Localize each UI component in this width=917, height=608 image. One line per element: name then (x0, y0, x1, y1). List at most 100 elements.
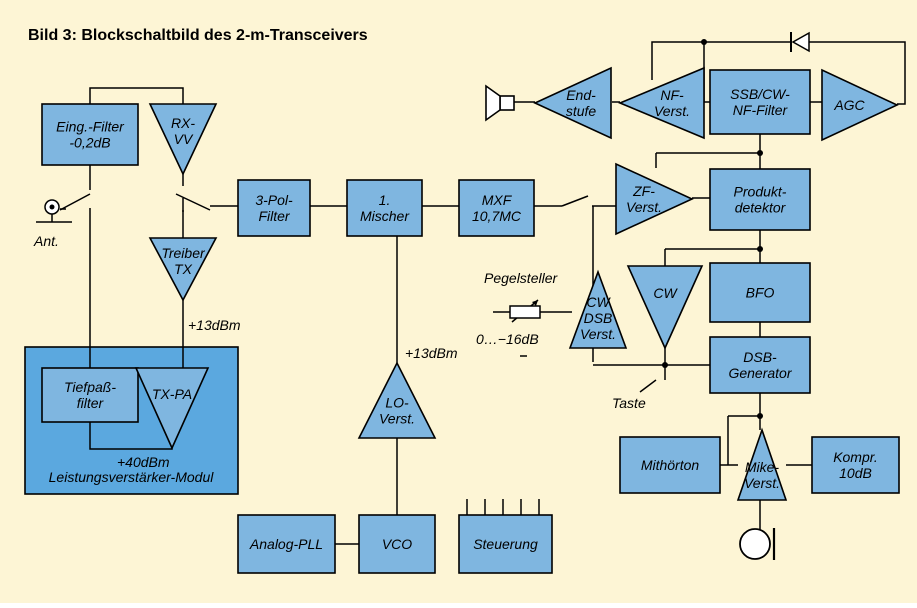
block-mithoerton: Mithörton (619, 436, 721, 494)
block-produktdetektor: Produkt-detektor (709, 168, 811, 231)
block-rx-vv: RX-VV (148, 103, 218, 176)
block-tx-pa: TX-PA (134, 367, 210, 450)
block-cw: CW (626, 265, 704, 350)
block-shape (533, 66, 612, 140)
block-label: DSB- (743, 349, 777, 365)
pegelsteller-label: Pegelsteller (484, 270, 558, 286)
block-label: Generator (728, 365, 792, 381)
diode-icon (790, 31, 810, 53)
block-label: filter (77, 395, 105, 411)
block-shape (237, 179, 311, 237)
block-shape (619, 436, 721, 494)
potentiometer-icon (509, 300, 541, 319)
block-shape (811, 436, 900, 494)
block-shape (709, 336, 811, 394)
block-eing-filter: Eing.-Filter-0,2dB (41, 103, 139, 166)
block-label: CW (586, 294, 611, 310)
block-label: Filter (258, 208, 290, 224)
block-label: SSB/CW- (730, 86, 790, 102)
tx-level-label: +13dBm (188, 317, 241, 333)
module-label: Leistungsverstärker-Modul (49, 469, 215, 485)
block-shape (358, 514, 436, 574)
block-steuerung: Steuerung (458, 514, 553, 574)
block-label: Mithörton (641, 457, 700, 473)
block-nf-verst: NF-Verst. (617, 66, 705, 140)
block-endstufe: End-stufe (533, 66, 612, 140)
block-label: Steuerung (473, 536, 538, 552)
block-mike: Mike-Verst. (736, 427, 788, 501)
pa-output-level-label: +40dBm (117, 454, 170, 470)
block-shape (148, 103, 218, 176)
block-zf-verst: ZF-Verst. (615, 162, 694, 236)
lo-level-label: +13dBm (405, 345, 458, 361)
block-label: RX- (171, 115, 195, 131)
antenna-label: Ant. (33, 233, 59, 249)
block-label: MXF (482, 192, 513, 208)
block-label: TX-PA (152, 386, 192, 402)
block-shape (357, 361, 437, 439)
block-label: -0,2dB (69, 135, 110, 151)
block-label: Mischer (360, 208, 410, 224)
block-shape (134, 367, 210, 450)
block-label: TX (174, 261, 193, 277)
block-label: CW (653, 285, 678, 301)
block-label: Verst. (379, 411, 415, 427)
block-label: Verst. (744, 475, 780, 491)
block-vco: VCO (358, 514, 436, 574)
block-mischer: 1.Mischer (346, 179, 423, 237)
block-label: Tiefpaß- (64, 379, 116, 395)
block-shape (709, 69, 811, 135)
block-shape (615, 162, 694, 236)
block-label: DSB (584, 310, 613, 326)
block-label: 3-Pol- (255, 192, 293, 208)
antenna-connector-icon (44, 199, 60, 215)
block-bfo: BFO (709, 262, 811, 323)
block-label: Verst. (580, 326, 616, 342)
block-shape (709, 262, 811, 323)
block-label: VCO (382, 536, 412, 552)
block-shape (346, 179, 423, 237)
block-shape (617, 66, 705, 140)
junction-dots (662, 39, 763, 419)
block-label: ZF- (632, 183, 655, 199)
block-dsb-gen: DSB-Generator (709, 336, 811, 394)
block-label: NF- (660, 87, 684, 103)
microphone-icon (739, 528, 776, 560)
block-label: Analog-PLL (249, 536, 323, 552)
block-label: Treiber (161, 245, 206, 261)
block-label: BFO (746, 285, 775, 301)
block-shape (148, 237, 218, 302)
block-label: NF-Filter (733, 102, 789, 118)
speaker-icon (485, 84, 535, 122)
block-shape (736, 427, 788, 501)
block-analog-pll: Analog-PLL (237, 514, 336, 574)
block-shape (41, 367, 139, 423)
block-shape (821, 68, 899, 142)
block-label: AGC (833, 97, 865, 113)
blocks-layer: Eing.-Filter-0,2dBRX-VVTreiberTXTiefpaß-… (41, 66, 900, 574)
block-shape (626, 265, 704, 350)
block-label: VV (174, 131, 194, 147)
block-shape (709, 168, 811, 231)
block-shape (458, 514, 553, 574)
block-label: Kompr. (833, 449, 878, 465)
block-shape (237, 514, 336, 574)
block-label: stufe (566, 103, 597, 119)
block-label: Verst. (626, 199, 662, 215)
block-label: 10,7MC (472, 208, 522, 224)
diagram-title: Bild 3: Blockschaltbild des 2-m-Transcei… (28, 27, 368, 44)
block-agc: AGC (821, 68, 899, 142)
block-shape (568, 269, 628, 349)
block-label: 1. (379, 192, 391, 208)
pegel-range-label: 0…−16dB (476, 331, 539, 347)
block-label: LO- (385, 395, 409, 411)
block-label: End- (566, 87, 596, 103)
block-label: Mike- (745, 459, 780, 475)
block-shape (458, 179, 535, 237)
block-label: Verst. (654, 103, 690, 119)
